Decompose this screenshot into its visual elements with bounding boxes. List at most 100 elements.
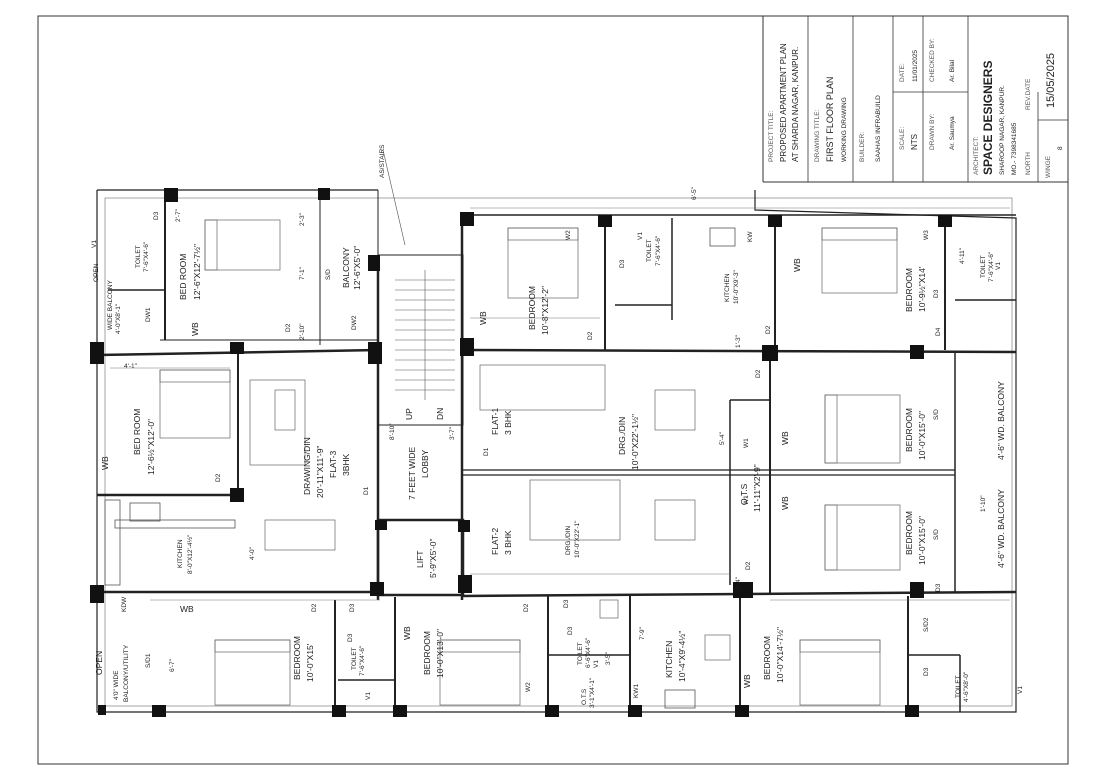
dim-label: 4'-0" xyxy=(249,546,256,560)
tag-v1-2: V1 xyxy=(637,232,644,240)
tag-d1-2: D1 xyxy=(363,486,370,495)
room-labels: BED ROOM 12'-6"X12'-7½" TOILET 7'-6"X4'-… xyxy=(93,144,1006,708)
room-lift-size: 5'-9"X5'-0" xyxy=(428,538,438,578)
builder-label: BUILDER: xyxy=(859,132,866,162)
room-flat3: FLAT-3 xyxy=(328,450,338,478)
room-bed-r2-size: 10'-0"X15'-0" xyxy=(917,516,927,565)
dim-label: 3'-4" xyxy=(735,576,742,590)
tag-d1-1: D1 xyxy=(483,447,490,456)
opening-tags: WB WB WB WB WB WB WB WB WB D1 D1 D2 D2 D… xyxy=(91,211,1024,700)
dim-label: 4'-1" xyxy=(124,363,138,370)
room-drgdin1-size: 10'-0"X22'-1½" xyxy=(630,414,640,470)
tag-d3-2: D3 xyxy=(619,259,626,268)
room-flat2: FLAT-2 xyxy=(490,527,500,555)
room-bed-bm: BEDROOM xyxy=(422,631,432,675)
tag-wb-6: WB xyxy=(780,496,790,510)
dim-label: 1'-3" xyxy=(735,334,742,348)
dim-label: 5'-4" xyxy=(719,431,726,445)
tag-d3-9: D3 xyxy=(935,583,942,592)
room-kitchen-tm-size: 10'-0"X9'-3" xyxy=(733,269,740,304)
room-kitchen-l: KITCHEN xyxy=(177,539,184,568)
tag-d2-1: D2 xyxy=(285,323,292,332)
tag-wb-2: WB xyxy=(100,456,110,470)
dim-label: 2'-3" xyxy=(299,212,306,226)
columns xyxy=(90,188,952,717)
room-toilet-tr-size: 7'-6"X4'-6" xyxy=(988,251,995,282)
room-drawing-din-size: 20'-11"X11'-9" xyxy=(315,446,325,498)
room-toilet-bm: TOILET xyxy=(577,642,584,665)
room-balcony-tl: BALCONY xyxy=(341,247,351,288)
room-balcony-r1: 4'-6" WD. BALCONY xyxy=(996,381,1006,460)
architect-address: SHAROOP NAGAR, KANPUR. xyxy=(999,85,1006,175)
dim-label: 1'-10" xyxy=(980,495,987,512)
room-wide-balcony: WIDE BALCONY xyxy=(107,279,114,330)
room-toilet-bm-size: 6'-6"X4'-6" xyxy=(585,637,592,668)
tag-wb-8: WB xyxy=(742,674,752,688)
dim-label: 3'-5" xyxy=(605,651,612,665)
room-flat1: FLAT-1 xyxy=(490,407,500,435)
drawing-title: FIRST FLOOR PLAN xyxy=(825,77,835,162)
tag-v1-5: V1 xyxy=(365,692,372,700)
room-flat3-type: 3BHK xyxy=(341,453,351,476)
title-block: PROJECT TITLE: PROPOSED APARTMENT PLAN A… xyxy=(762,16,1068,183)
checked-by-value: Ar. Bilal xyxy=(949,59,956,82)
checked-by-label: CHECKED BY: xyxy=(929,38,936,82)
room-toilet-tl-size: 7'-6"X4'-6" xyxy=(143,241,150,272)
room-bed-bm-size: 10'-0"X13'-0" xyxy=(435,629,445,678)
label-dn: DN xyxy=(435,408,445,420)
tag-d2-2: D2 xyxy=(215,473,222,482)
label-up: UP xyxy=(404,408,414,420)
project-title-line-1: PROPOSED APARTMENT PLAN xyxy=(779,43,788,162)
room-bed-ml-size: 12'-6½"X12'-0" xyxy=(146,419,156,475)
tag-sd-1: S/D xyxy=(325,269,332,280)
room-bed-r1: BEDROOM xyxy=(904,408,914,452)
tag-sd-3: S/D xyxy=(933,529,940,540)
sheet-label: WINGE xyxy=(1045,155,1052,178)
tag-dw2: DW2 xyxy=(351,315,358,330)
rev-date-label: REV.DATE xyxy=(1025,78,1032,110)
tag-w2-2: W2 xyxy=(525,682,532,692)
walls xyxy=(96,189,1017,713)
date-value: 11/01/2025 xyxy=(912,50,919,82)
room-balcony-util-sub: BALCONY/UTILITY xyxy=(123,644,130,702)
room-bed-bl-size: 10'-0"X15' xyxy=(305,643,315,682)
room-ots: O.T.S xyxy=(739,483,749,505)
tag-d2-7: D2 xyxy=(311,603,318,612)
architect-label: ARCHITECT: xyxy=(973,137,980,175)
dim-label: 6'-7" xyxy=(169,658,176,672)
tag-sd1: S/D1 xyxy=(145,653,152,668)
dimension-labels: 2'-7" 2'-3" 7'-1" 2'-10" 4'-1" 8'-10" 3'… xyxy=(124,186,987,672)
room-toilet-tm-size: 7'-6"X4'-6" xyxy=(655,235,662,266)
tag-d3-3: D3 xyxy=(933,289,940,298)
tag-w1-2: W1 xyxy=(743,495,750,505)
room-kitchen-tm: KITCHEN xyxy=(724,273,731,302)
room-drawing-din: DRAWING/DIN xyxy=(302,437,312,495)
tag-d2-5: D2 xyxy=(755,369,762,378)
room-lobby-sub: LOBBY xyxy=(420,449,430,478)
room-bed-r1-size: 10'-0"X15'-0" xyxy=(917,411,927,460)
room-drgdin2: DRG./DIN xyxy=(565,525,572,555)
architect-phone: MO.- 7398341685 xyxy=(1011,122,1018,175)
room-kitchen-l-size: 8'-0"X12'-4½" xyxy=(186,534,194,574)
room-toilet-tr: TOILET xyxy=(980,255,987,278)
tag-d3-8: D3 xyxy=(923,667,930,676)
dimension-lines xyxy=(110,207,1010,601)
label-open-top: OPEN xyxy=(93,263,100,282)
room-bed-tr-size: 10'-9½"X14' xyxy=(917,266,927,312)
room-toilet-br-size: 4'-6"X8'-0" xyxy=(963,671,970,702)
kitchen-fittings xyxy=(104,227,736,709)
drawn-by-value: Ar. Saumya xyxy=(949,116,956,150)
date-label: DATE: xyxy=(899,63,906,82)
tag-w2-1: W2 xyxy=(565,230,572,240)
project-title-line-2: AT SHARDA NAGAR, KANPUR. xyxy=(791,47,800,162)
drawn-by-label: DRAWN BY: xyxy=(929,114,936,150)
project-title-label: PROJECT TITLE: xyxy=(768,110,775,162)
room-ots-size: 11'-11"X2'-9" xyxy=(752,464,762,512)
dim-label: 2'-7" xyxy=(175,208,182,222)
tag-d2-8: D2 xyxy=(523,603,530,612)
room-balcony-tl-size: 12'-6"X5'-0" xyxy=(352,246,362,290)
dim-label: 3'-7" xyxy=(449,426,456,440)
room-toilet-bl-size: 7'-6"X4'-6" xyxy=(359,645,366,676)
room-kitchen-bm-size: 10'-4"X9'-4½" xyxy=(677,631,687,682)
